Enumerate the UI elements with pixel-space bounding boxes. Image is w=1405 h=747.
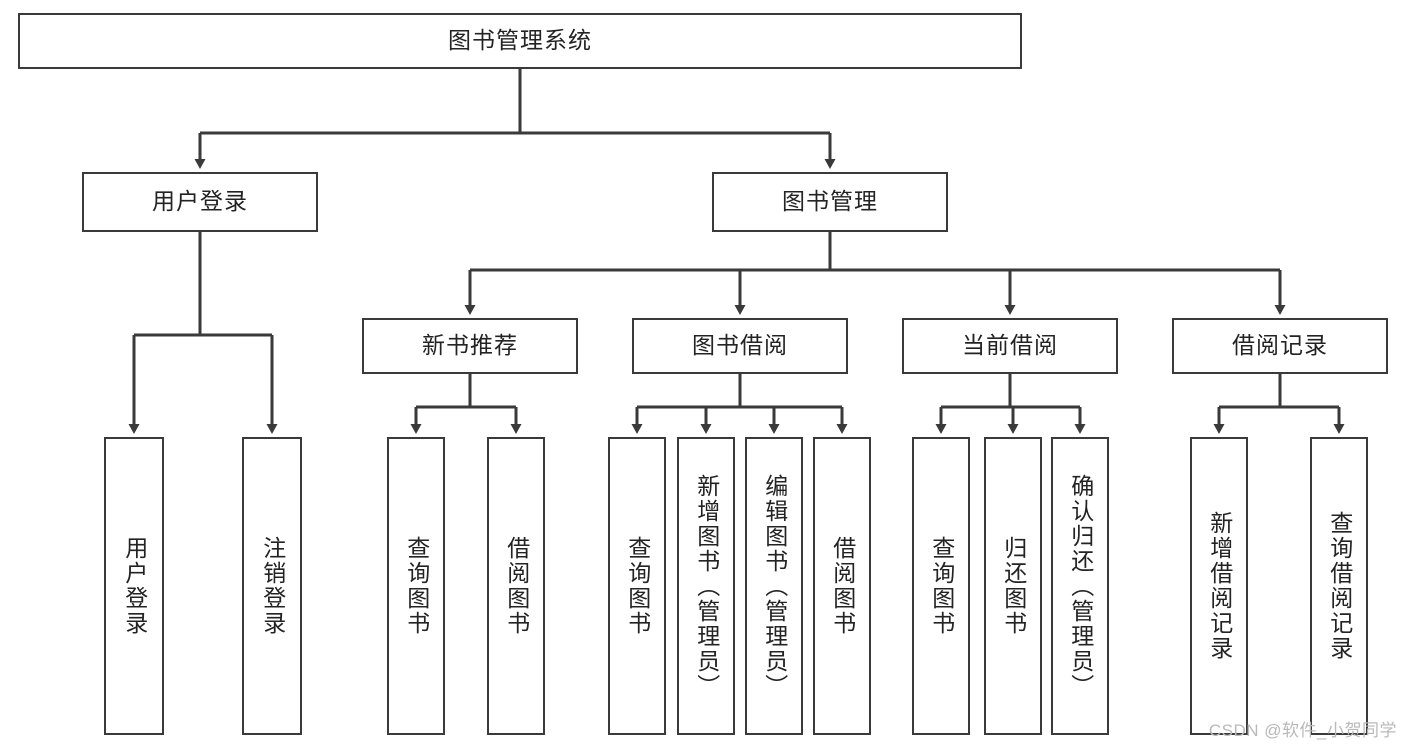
leaf-query-book-recommend[interactable]: 查询图书 bbox=[387, 437, 445, 735]
leaf-add-book-admin[interactable]: 新增图书（管理员） bbox=[677, 437, 735, 735]
leaf-logout[interactable]: 注销登录 bbox=[242, 437, 302, 735]
node-borrow-records[interactable]: 借阅记录 bbox=[1172, 318, 1388, 374]
node-user-login[interactable]: 用户登录 bbox=[82, 172, 318, 232]
node-current-borrow[interactable]: 当前借阅 bbox=[902, 318, 1118, 374]
node-book-management[interactable]: 图书管理 bbox=[712, 172, 948, 232]
node-new-book-recommend[interactable]: 新书推荐 bbox=[362, 318, 578, 374]
leaf-user-login[interactable]: 用户登录 bbox=[104, 437, 164, 735]
leaf-add-borrow-record[interactable]: 新增借阅记录 bbox=[1190, 437, 1248, 735]
leaf-borrow-book[interactable]: 借阅图书 bbox=[813, 437, 871, 735]
leaf-query-borrow-record[interactable]: 查询借阅记录 bbox=[1310, 437, 1368, 735]
leaf-borrow-book-recommend[interactable]: 借阅图书 bbox=[487, 437, 545, 735]
leaf-edit-book-admin[interactable]: 编辑图书（管理员） bbox=[745, 437, 803, 735]
watermark: CSDN @软件_小贺同学 bbox=[1208, 721, 1397, 740]
leaf-return-book[interactable]: 归还图书 bbox=[984, 437, 1042, 735]
node-root[interactable]: 图书管理系统 bbox=[18, 13, 1022, 69]
leaf-query-book-current[interactable]: 查询图书 bbox=[912, 437, 970, 735]
leaf-query-book-borrow[interactable]: 查询图书 bbox=[608, 437, 666, 735]
leaf-confirm-return-admin[interactable]: 确认归还（管理员） bbox=[1051, 437, 1109, 735]
node-book-borrow[interactable]: 图书借阅 bbox=[632, 318, 848, 374]
